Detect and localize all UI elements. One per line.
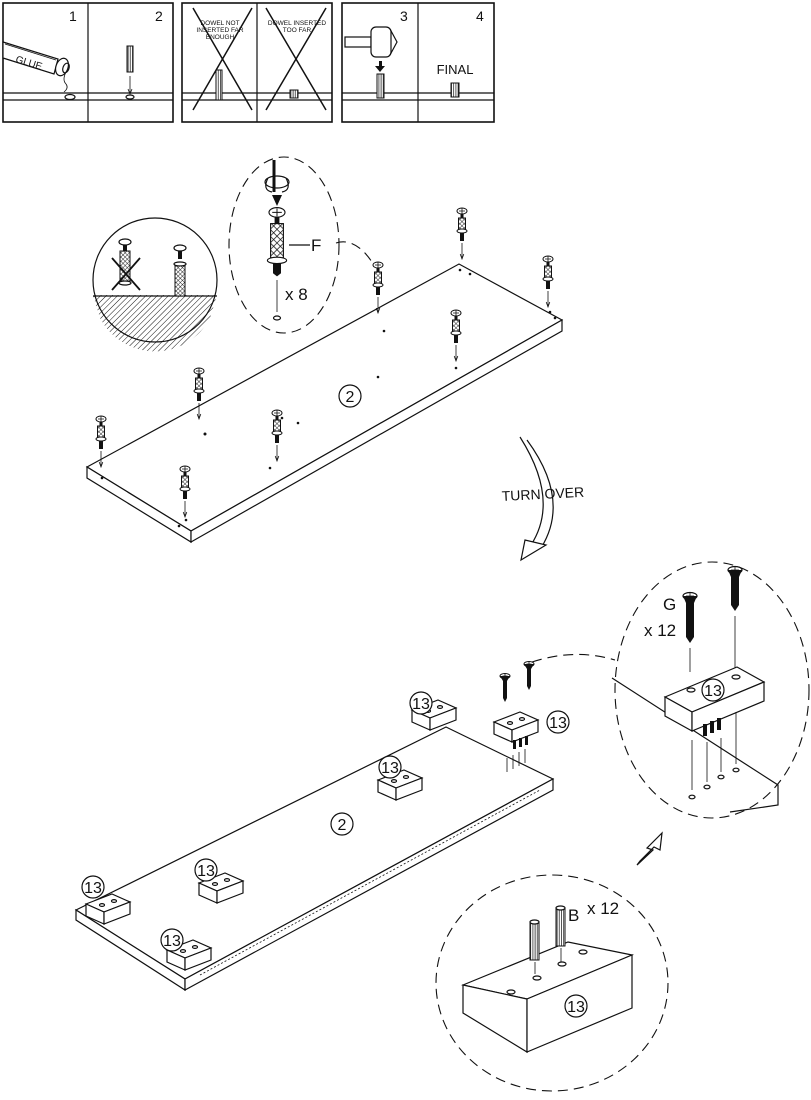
step-b-panel-view: 2 13 13 13 13 13 13 [74,561,810,1092]
turn-over-indicator: TURN OVER [501,436,584,562]
cross-icon [265,7,327,111]
dowel-quantity: x 12 [587,899,619,918]
dowel-b-detail: 13 B x 12 [435,874,669,1092]
cam-fitting-icon [372,261,384,314]
fitting-quantity: x 8 [285,285,308,304]
step-a-panel-view: 2 [85,156,564,544]
dowel-icon [529,919,540,974]
final-label: FINAL [437,62,474,77]
part-number-badge [330,812,354,836]
block-part-number: 13 [163,933,181,950]
turn-over-label: TURN OVER [501,484,584,504]
dowel-pins [688,712,740,800]
cam-fitting-icon [542,255,554,308]
screw-icon [682,591,698,643]
dowel-icon [376,73,385,99]
block-13 [460,941,635,1054]
dowel-pins [506,736,528,772]
part-number-badge: 13 13 13 13 13 13 [81,691,570,952]
block-part-number: 13 [549,715,567,732]
block-part-number: 13 [197,863,215,880]
screw-letter: G [663,595,676,614]
dowel-icon [555,905,566,962]
part-number-badge [338,384,362,408]
down-arrow-icon [375,61,385,72]
step-number: 3 [400,8,408,24]
step-number: 1 [69,8,77,24]
dowel-icon [125,45,135,100]
cam-fitting-icon [266,207,288,277]
part-number-badge [564,994,588,1018]
cross-icon [192,7,253,111]
screw-icon [727,565,743,611]
step-number: 2 [155,8,163,24]
fitting-f-detail: F x 8 [228,156,373,334]
screw-g-detail: G x 12 13 [531,561,810,819]
panel-number: 2 [346,389,355,406]
dowel-letter: B [568,906,579,925]
block-part-number: 13 [381,760,399,777]
block-part-number: 13 [567,999,585,1016]
mallet-icon [344,26,398,58]
block-part-number: 13 [84,880,102,897]
fitting-depth-detail [92,217,218,352]
screw-quantity: x 12 [644,621,676,640]
fitting-letter: F [311,236,321,255]
glue-tube-icon: GLUE [2,41,70,93]
cam-fitting-icon [456,207,468,260]
dowel-icon [450,82,460,98]
panel-2 [85,263,564,544]
up-arrow-icon [636,831,663,866]
block-13 [493,711,539,743]
panel-number: 2 [338,817,347,834]
screwdriver-icon [264,160,290,206]
dowel-icon [289,89,299,99]
block-part-number: 13 [412,696,430,713]
fitting-correct-icon [173,244,187,297]
screw-icon [523,661,535,691]
part-number-badge [701,678,725,702]
fitting-incorrect-icon [111,238,141,291]
panel-2 [74,726,555,992]
block-part-number: 13 [704,683,722,700]
screw-icon [499,673,511,703]
dowel-icon [215,69,223,101]
step-number: 4 [476,8,484,24]
